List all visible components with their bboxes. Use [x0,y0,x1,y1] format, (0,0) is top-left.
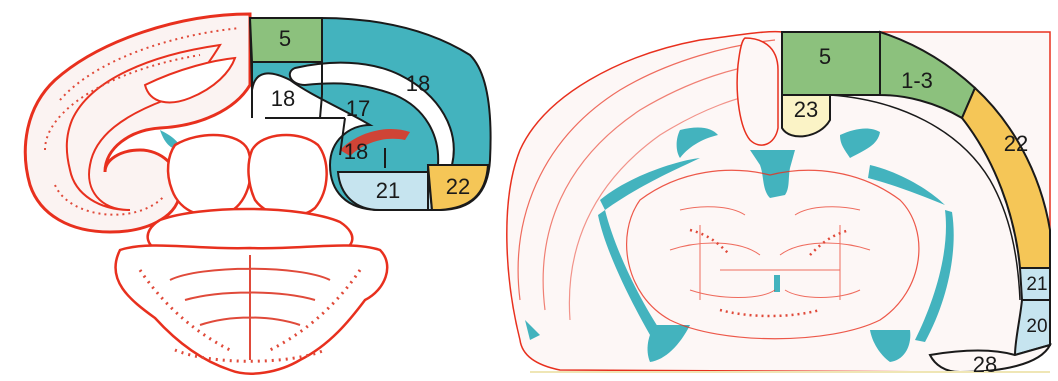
left-label-5: 5 [279,26,291,51]
right-label-1-3: 1-3 [901,68,933,93]
left-label-22: 22 [446,174,470,199]
right-label-21: 21 [1026,274,1047,295]
right-label-20: 20 [1026,316,1047,337]
right-label-22: 22 [1004,131,1028,156]
left-thalamus-right [248,135,326,216]
right-midline-lobe [737,38,778,145]
right-label-28: 28 [973,352,997,377]
left-brainstem [115,245,387,373]
left-label-18-left: 18 [271,86,295,111]
left-label-18-top: 18 [406,71,430,96]
left-label-17: 17 [346,96,370,121]
right-label-5: 5 [819,44,831,69]
left-label-18-inner: 18 [344,139,368,164]
left-brain-section: 5 18 18 17 18 21 22 [25,14,490,374]
right-brain-section: 5 1-3 23 22 21 20 28 [507,32,1050,377]
left-label-21: 21 [376,178,400,203]
right-ventricle-midline-tick [774,275,780,292]
left-thalamus-left [168,135,251,216]
right-label-23: 23 [794,97,818,122]
